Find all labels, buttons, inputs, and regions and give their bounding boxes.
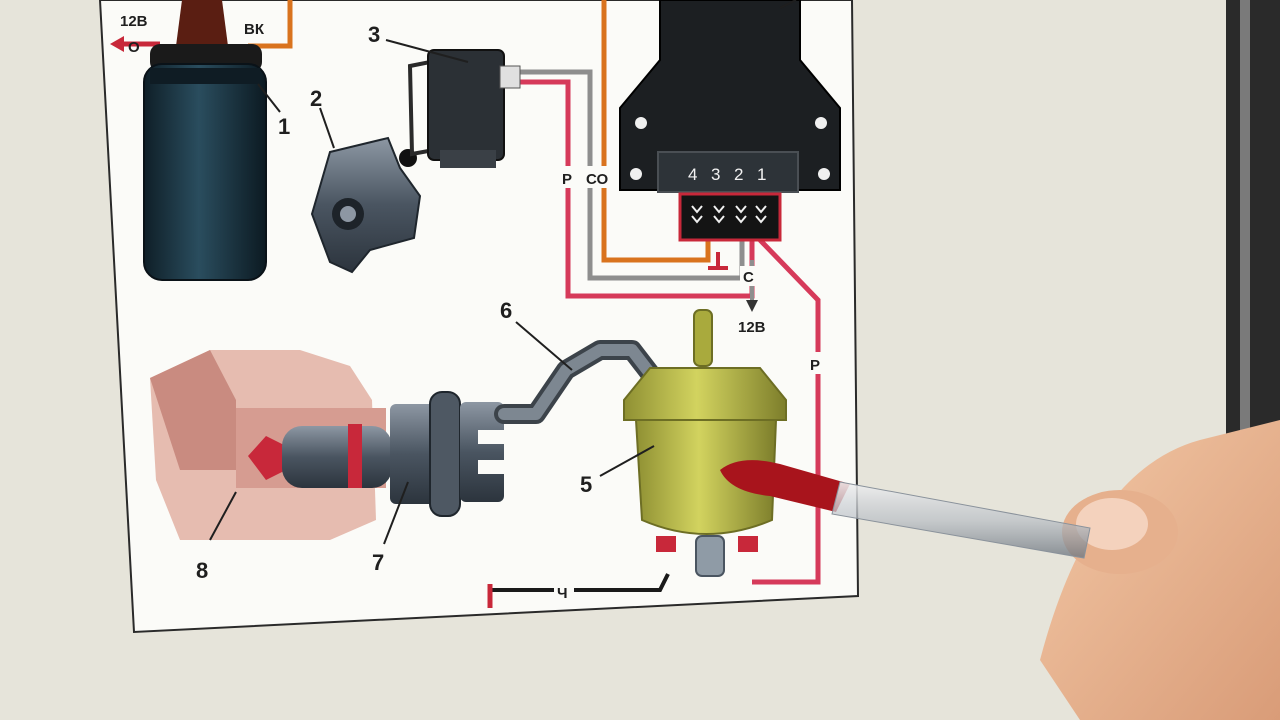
monitor-edge [1240, 0, 1250, 720]
labels: 12В О ВК 1 2 3 5 6 7 8 Р СО С 12В Р Ч 4 … [120, 13, 828, 602]
wire-orange-coil [248, 0, 293, 49]
valve-slot-2 [478, 460, 504, 474]
solenoid-valve [599, 309, 787, 577]
connector-pin-2: 2 [734, 165, 743, 184]
wire-gray-co [520, 69, 745, 281]
label-wire-p-right: Р [810, 357, 820, 374]
mount-hole-4 [818, 168, 830, 180]
mount-hole-1 [635, 117, 647, 129]
label-part-3: 3 [368, 22, 380, 47]
mount-hole-2 [815, 117, 827, 129]
breaker-plate [310, 107, 422, 274]
valve-flange [390, 404, 438, 504]
coil-top-insulator [176, 0, 228, 46]
label-coil-vk: ВК [244, 21, 265, 38]
label-bg-co [584, 166, 618, 188]
economizer-valve [248, 391, 504, 545]
pin-panel [657, 151, 799, 193]
valve-terminal-right [738, 536, 758, 552]
leader-8 [209, 491, 237, 541]
label-bg-p-left [560, 166, 578, 188]
wire-orange-main [601, 0, 711, 263]
leader-2 [319, 107, 335, 149]
valve-cap [623, 367, 787, 421]
label-part-2: 2 [310, 86, 322, 111]
arrow-12v-down [746, 300, 758, 312]
switch-terminals [499, 65, 521, 89]
connector-pin-3: 3 [711, 165, 720, 184]
switch-base [440, 150, 496, 168]
hose-body [498, 344, 658, 420]
pen-and-hand [720, 420, 1280, 720]
wire-black-ch [490, 573, 670, 592]
label-wire-ch: Ч [557, 585, 568, 602]
valve-needle-tip [248, 436, 286, 480]
valve-red-ring [348, 424, 362, 488]
leader-4 [779, 0, 797, 9]
label-wire-co: СО [586, 171, 608, 188]
valve-nut [429, 391, 461, 517]
label-wire-c: С [743, 269, 754, 286]
connector-plug [678, 192, 782, 242]
valve-outlet [695, 535, 725, 577]
label-part-8: 8 [196, 558, 208, 583]
valve-housing [460, 402, 504, 502]
label-12v-bottom: 12В [738, 319, 766, 336]
ignition-coil [143, 0, 281, 281]
valve-body [634, 419, 778, 535]
leader-1 [257, 83, 281, 113]
label-part-5: 5 [580, 472, 592, 497]
leader-5 [599, 445, 655, 477]
leader-3 [385, 39, 469, 63]
valve-terminal-left [656, 536, 676, 552]
connector-pin-1: 1 [757, 165, 766, 184]
connector-contacts [691, 205, 767, 224]
control-unit [619, 0, 841, 242]
label-part-7: 7 [372, 550, 384, 575]
switch-unit [385, 39, 521, 168]
leader-6 [515, 321, 573, 371]
coil-body [143, 63, 267, 281]
valve-slot-1 [478, 430, 504, 444]
breaker-pivot-center [340, 206, 356, 222]
label-bg-c [740, 266, 758, 286]
connector-pin-4: 4 [688, 165, 697, 184]
label-wire-p-left: Р [562, 171, 572, 188]
label-bg-ch [554, 582, 574, 600]
mount-hole-3 [630, 168, 642, 180]
label-coil-12v: 12В [120, 13, 148, 30]
pen-barrel [831, 481, 1091, 559]
hand-palm [1040, 420, 1280, 720]
label-coil-o: О [128, 39, 140, 56]
valve-stem [282, 426, 392, 488]
label-bg-p-right [808, 352, 828, 374]
valve-inlet-pipe [693, 309, 713, 367]
leader-7 [383, 481, 409, 545]
label-part-1: 1 [278, 114, 290, 139]
engine-wall-dark [150, 350, 236, 470]
coil-band [150, 68, 260, 84]
vacuum-hose [494, 321, 662, 424]
pen-cap [720, 460, 850, 512]
wire-red-p-right [752, 238, 821, 585]
breaker-body [310, 136, 422, 274]
arrow-12v-left [110, 36, 124, 52]
switch-body [427, 49, 505, 161]
control-unit-body [619, 0, 841, 191]
thumbnail [1076, 498, 1148, 550]
label-part-6: 6 [500, 298, 512, 323]
